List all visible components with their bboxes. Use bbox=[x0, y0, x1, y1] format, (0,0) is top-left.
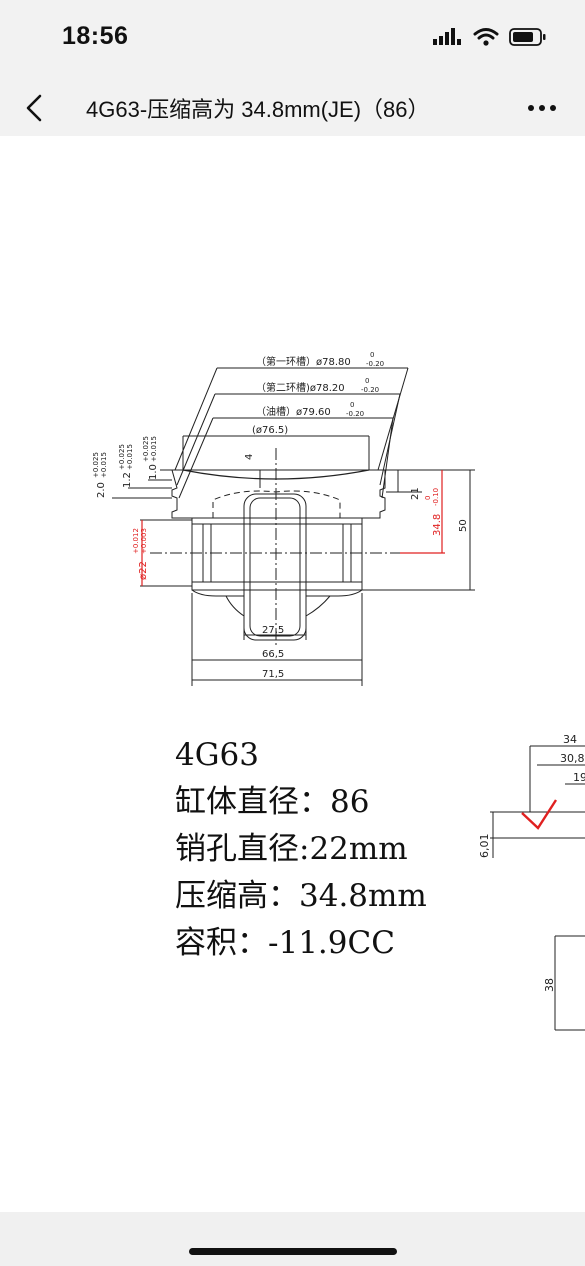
groove-width-2-tol-upper: +0.025 bbox=[118, 444, 126, 470]
spec-bore: 缸体直径：86 bbox=[175, 784, 370, 820]
pin-bore-tol-lower: +0.003 bbox=[140, 528, 148, 554]
groove-width-3-tol-upper: +0.025 bbox=[142, 436, 150, 462]
dim-50-label: 50 bbox=[458, 519, 469, 532]
crown-diameter-label: (ø76.5) bbox=[252, 425, 288, 436]
dim-71-5-label: 71,5 bbox=[262, 669, 284, 680]
more-options-icon[interactable] bbox=[525, 94, 559, 122]
bottom-bar bbox=[0, 1212, 585, 1266]
home-indicator[interactable] bbox=[189, 1248, 397, 1255]
groove-width-1-tol-upper: +0.025 bbox=[92, 452, 100, 478]
status-bar: 18:56 bbox=[0, 0, 585, 80]
pin-bore-tol-upper: +0.012 bbox=[132, 528, 140, 554]
oil-groove-tol-upper: 0 bbox=[350, 401, 354, 409]
spec-height: 压缩高：34.8mm bbox=[175, 878, 427, 914]
groove-width-2-label: 1.2 bbox=[122, 472, 133, 488]
side-dim-30-8-label: 30,8 bbox=[560, 752, 585, 765]
dim-66-5-label: 66,5 bbox=[262, 649, 284, 660]
spec-list: 4G63 缸体直径：86 销孔直径:22mm 压缩高：34.8mm 容积：-11… bbox=[175, 732, 427, 967]
side-dim-38-label: 38 bbox=[543, 978, 556, 992]
oil-groove-label: （油槽）ø79.60 bbox=[256, 405, 331, 418]
ring-groove-2-tol-lower: -0.20 bbox=[361, 386, 379, 394]
back-button[interactable] bbox=[18, 88, 52, 128]
ring-groove-1-tol-lower: -0.20 bbox=[366, 360, 384, 368]
spec-model: 4G63 bbox=[175, 737, 259, 773]
dim-21-label: 21 bbox=[410, 487, 421, 500]
spec-volume: 容积：-11.9CC bbox=[175, 925, 395, 961]
nav-bar: 4G63-压缩高为 34.8mm(JE)（86） bbox=[0, 80, 585, 136]
compression-tol-lower: -0.10 bbox=[432, 488, 440, 506]
image-viewer[interactable]: （第一环槽）ø78.80 0 -0.20 （第二环槽)ø78.20 0 -0.2… bbox=[0, 136, 585, 1212]
side-dim-19-label: 19 bbox=[573, 771, 585, 784]
status-time: 18:56 bbox=[62, 22, 129, 50]
spec-pin: 销孔直径:22mm bbox=[175, 831, 408, 867]
ring-groove-2-label: （第二环槽)ø78.20 bbox=[256, 381, 345, 394]
compression-height-label: 34.8 bbox=[432, 514, 443, 536]
pin-bore-label: ø22 bbox=[138, 561, 149, 580]
piston-drawing: （第一环槽）ø78.80 0 -0.20 （第二环槽)ø78.20 0 -0.2… bbox=[92, 351, 585, 1031]
status-icons bbox=[433, 27, 547, 47]
groove-width-1-label: 2.0 bbox=[96, 482, 107, 498]
groove-width-3-label: 1.0 bbox=[148, 464, 159, 480]
ring-groove-1-tol-upper: 0 bbox=[370, 351, 374, 359]
ring-groove-2-tol-upper: 0 bbox=[365, 377, 369, 385]
compression-tol-upper: 0 bbox=[424, 496, 432, 500]
battery-icon bbox=[509, 28, 546, 46]
page-title: 4G63-压缩高为 34.8mm(JE)（86） bbox=[86, 97, 430, 122]
groove-width-3-tol-lower: +0.015 bbox=[150, 436, 158, 462]
dim-27-5-label: 27,5 bbox=[262, 625, 284, 636]
wifi-icon bbox=[473, 28, 499, 46]
side-dim-6-01-label: 6,01 bbox=[478, 834, 491, 859]
side-dim-34-label: 34 bbox=[563, 733, 577, 746]
groove-width-1-tol-lower: +0.015 bbox=[100, 452, 108, 478]
ring-groove-1-label: （第一环槽）ø78.80 bbox=[256, 355, 351, 368]
cellular-signal-icon bbox=[433, 28, 461, 45]
oil-groove-tol-lower: -0.20 bbox=[346, 410, 364, 418]
groove-width-2-tol-lower: +0.015 bbox=[126, 444, 134, 470]
dim-4-label: 4 bbox=[244, 454, 255, 460]
